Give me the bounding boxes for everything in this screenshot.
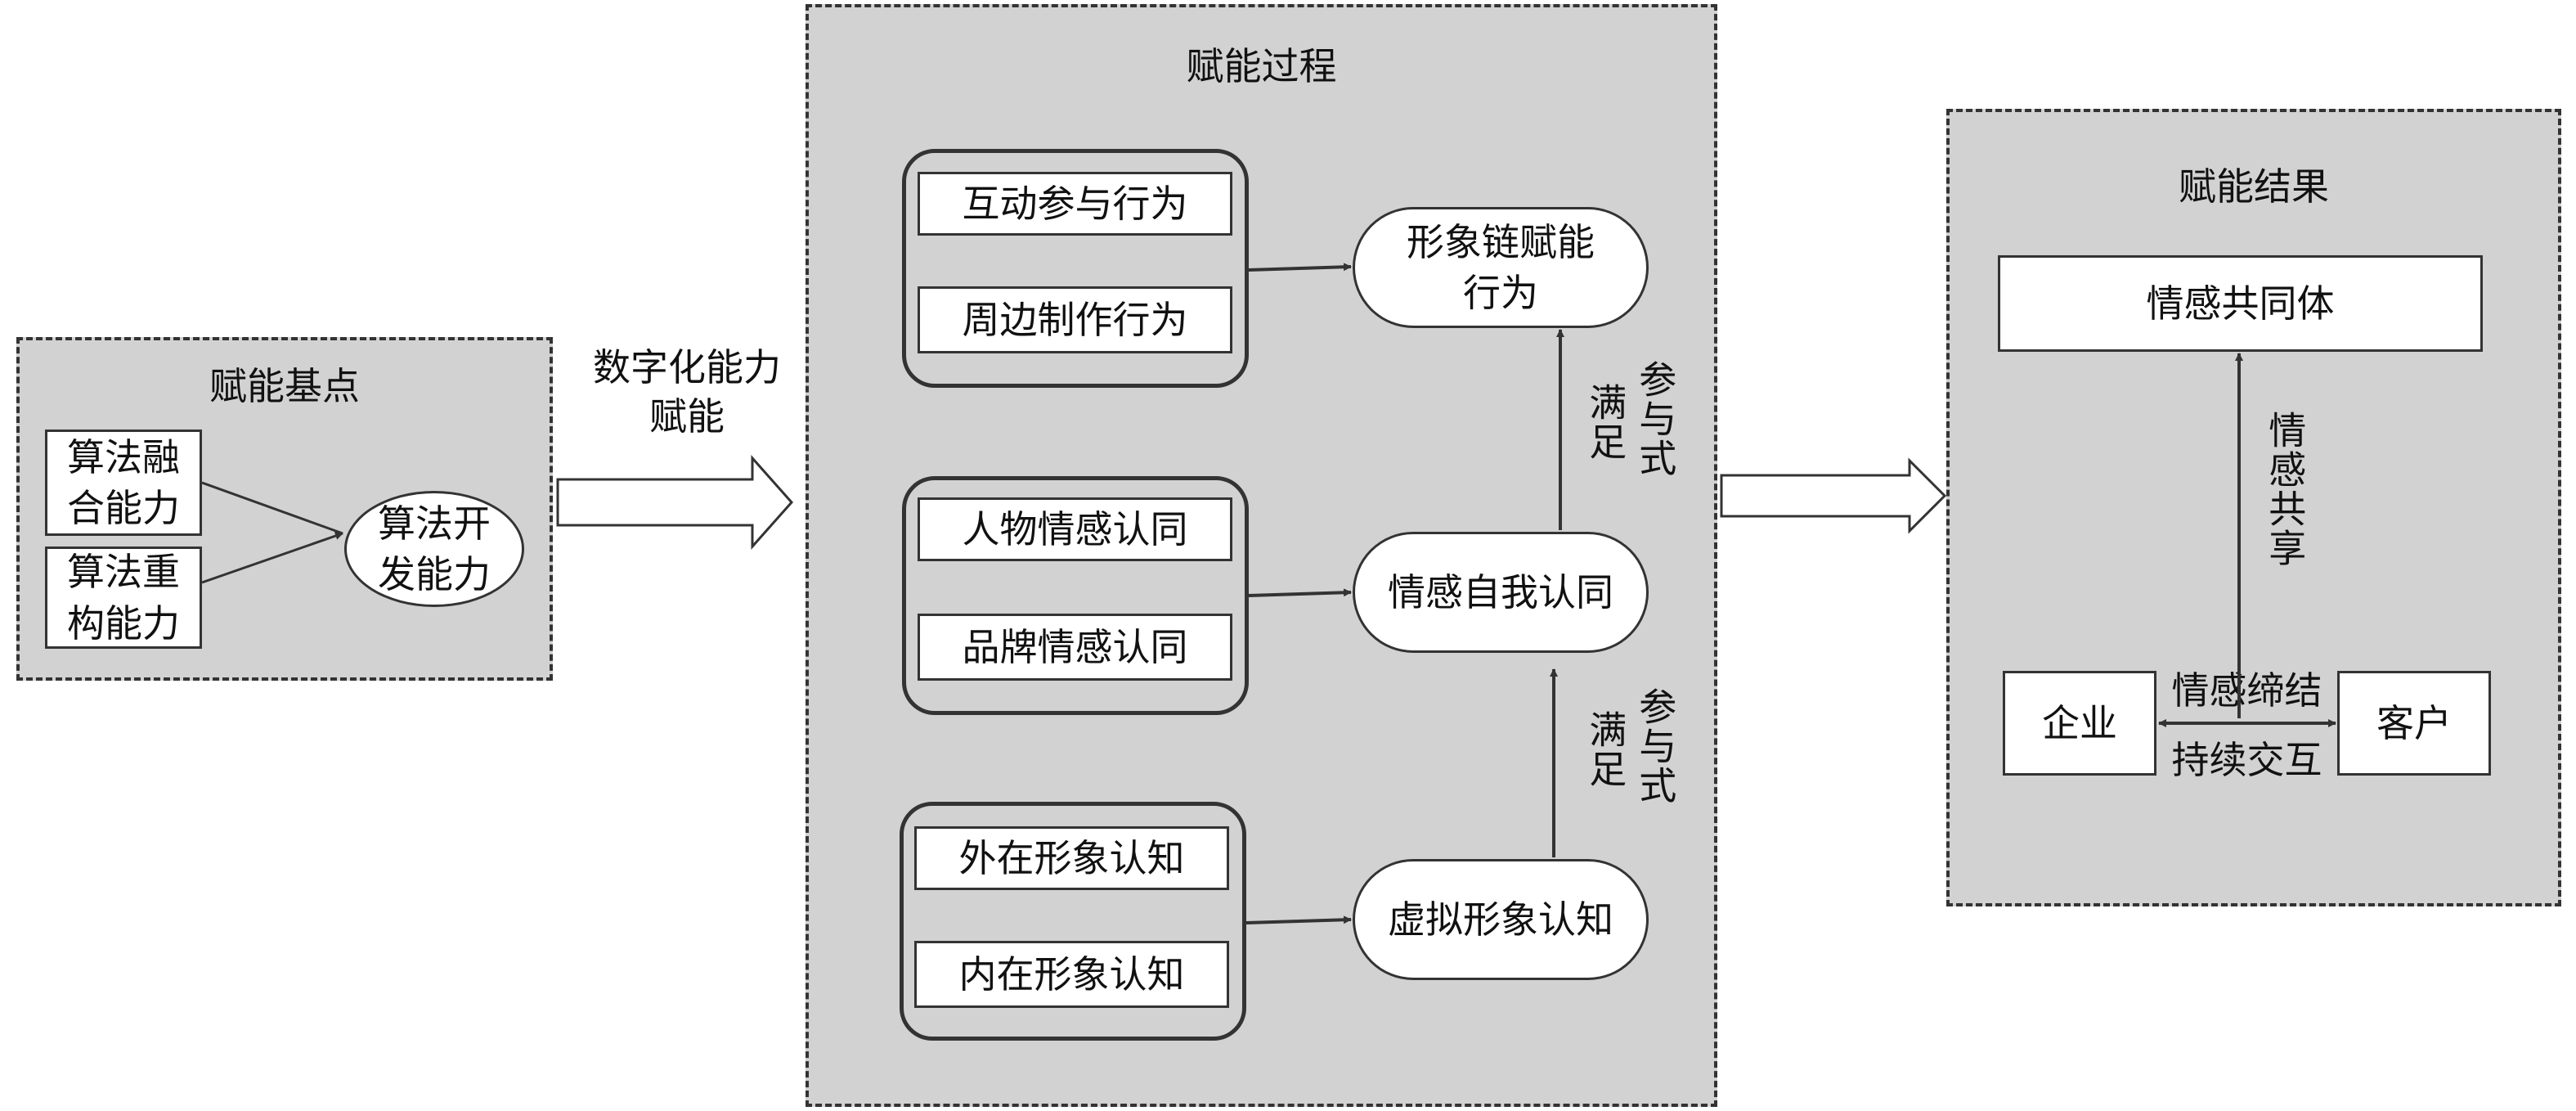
emotion-sharing-label: 情感共享 bbox=[2263, 411, 2308, 568]
group-emotion bbox=[902, 476, 1249, 715]
character-emotion-box: 人物情感认同 bbox=[918, 497, 1232, 561]
upper-edge-label-satisfy: 满足 bbox=[1583, 383, 1628, 461]
peripheral-production-box: 周边制作行为 bbox=[918, 286, 1232, 353]
emotional-self-identity-node: 情感自我认同 bbox=[1353, 532, 1649, 653]
group-image bbox=[900, 802, 1246, 1041]
right-hollow-arrow bbox=[1720, 457, 1947, 534]
algorithm-develop-ellipse: 算法开 发能力 bbox=[344, 491, 524, 607]
group1-to-top-node-arrow bbox=[1248, 263, 1352, 272]
upper-edge-label-participatory: 参与式 bbox=[1633, 360, 1678, 478]
left-hollow-arrow bbox=[556, 455, 794, 550]
digital-capability-label: 数字化能力 赋能 bbox=[593, 345, 781, 439]
fusion-to-develop-line bbox=[201, 481, 343, 535]
process-panel-title: 赋能过程 bbox=[1186, 44, 1337, 88]
group3-to-bottom-node-arrow bbox=[1245, 915, 1352, 924]
enterprise-box: 企业 bbox=[2003, 671, 2156, 776]
customer-box: 客户 bbox=[2337, 671, 2491, 776]
internal-image-box: 内在形象认知 bbox=[914, 941, 1229, 1008]
emotional-community-box: 情感共同体 bbox=[1998, 255, 2483, 352]
image-chain-behavior-node: 形象链赋能 行为 bbox=[1353, 207, 1649, 328]
group2-to-middle-node-arrow bbox=[1248, 588, 1352, 597]
algorithm-reconstruct-box: 算法重 构能力 bbox=[45, 547, 202, 649]
brand-emotion-box: 品牌情感认同 bbox=[918, 614, 1232, 681]
continuous-interaction-label: 持续交互 bbox=[2171, 738, 2322, 782]
emotional-bond-label: 情感缔结 bbox=[2171, 668, 2322, 713]
interactive-participation-box: 互动参与行为 bbox=[918, 172, 1232, 236]
algorithm-fusion-box: 算法融 合能力 bbox=[45, 430, 202, 536]
lower-edge-label-satisfy: 满足 bbox=[1583, 710, 1628, 789]
lower-edge-label-participatory: 参与式 bbox=[1633, 687, 1678, 805]
base-panel-title: 赋能基点 bbox=[209, 364, 360, 408]
external-image-box: 外在形象认知 bbox=[914, 826, 1229, 890]
reconstruct-to-develop-line bbox=[201, 532, 343, 584]
result-panel-title: 赋能结果 bbox=[2179, 164, 2329, 209]
group-behavior bbox=[902, 149, 1249, 388]
virtual-image-cognition-node: 虚拟形象认知 bbox=[1353, 859, 1649, 980]
